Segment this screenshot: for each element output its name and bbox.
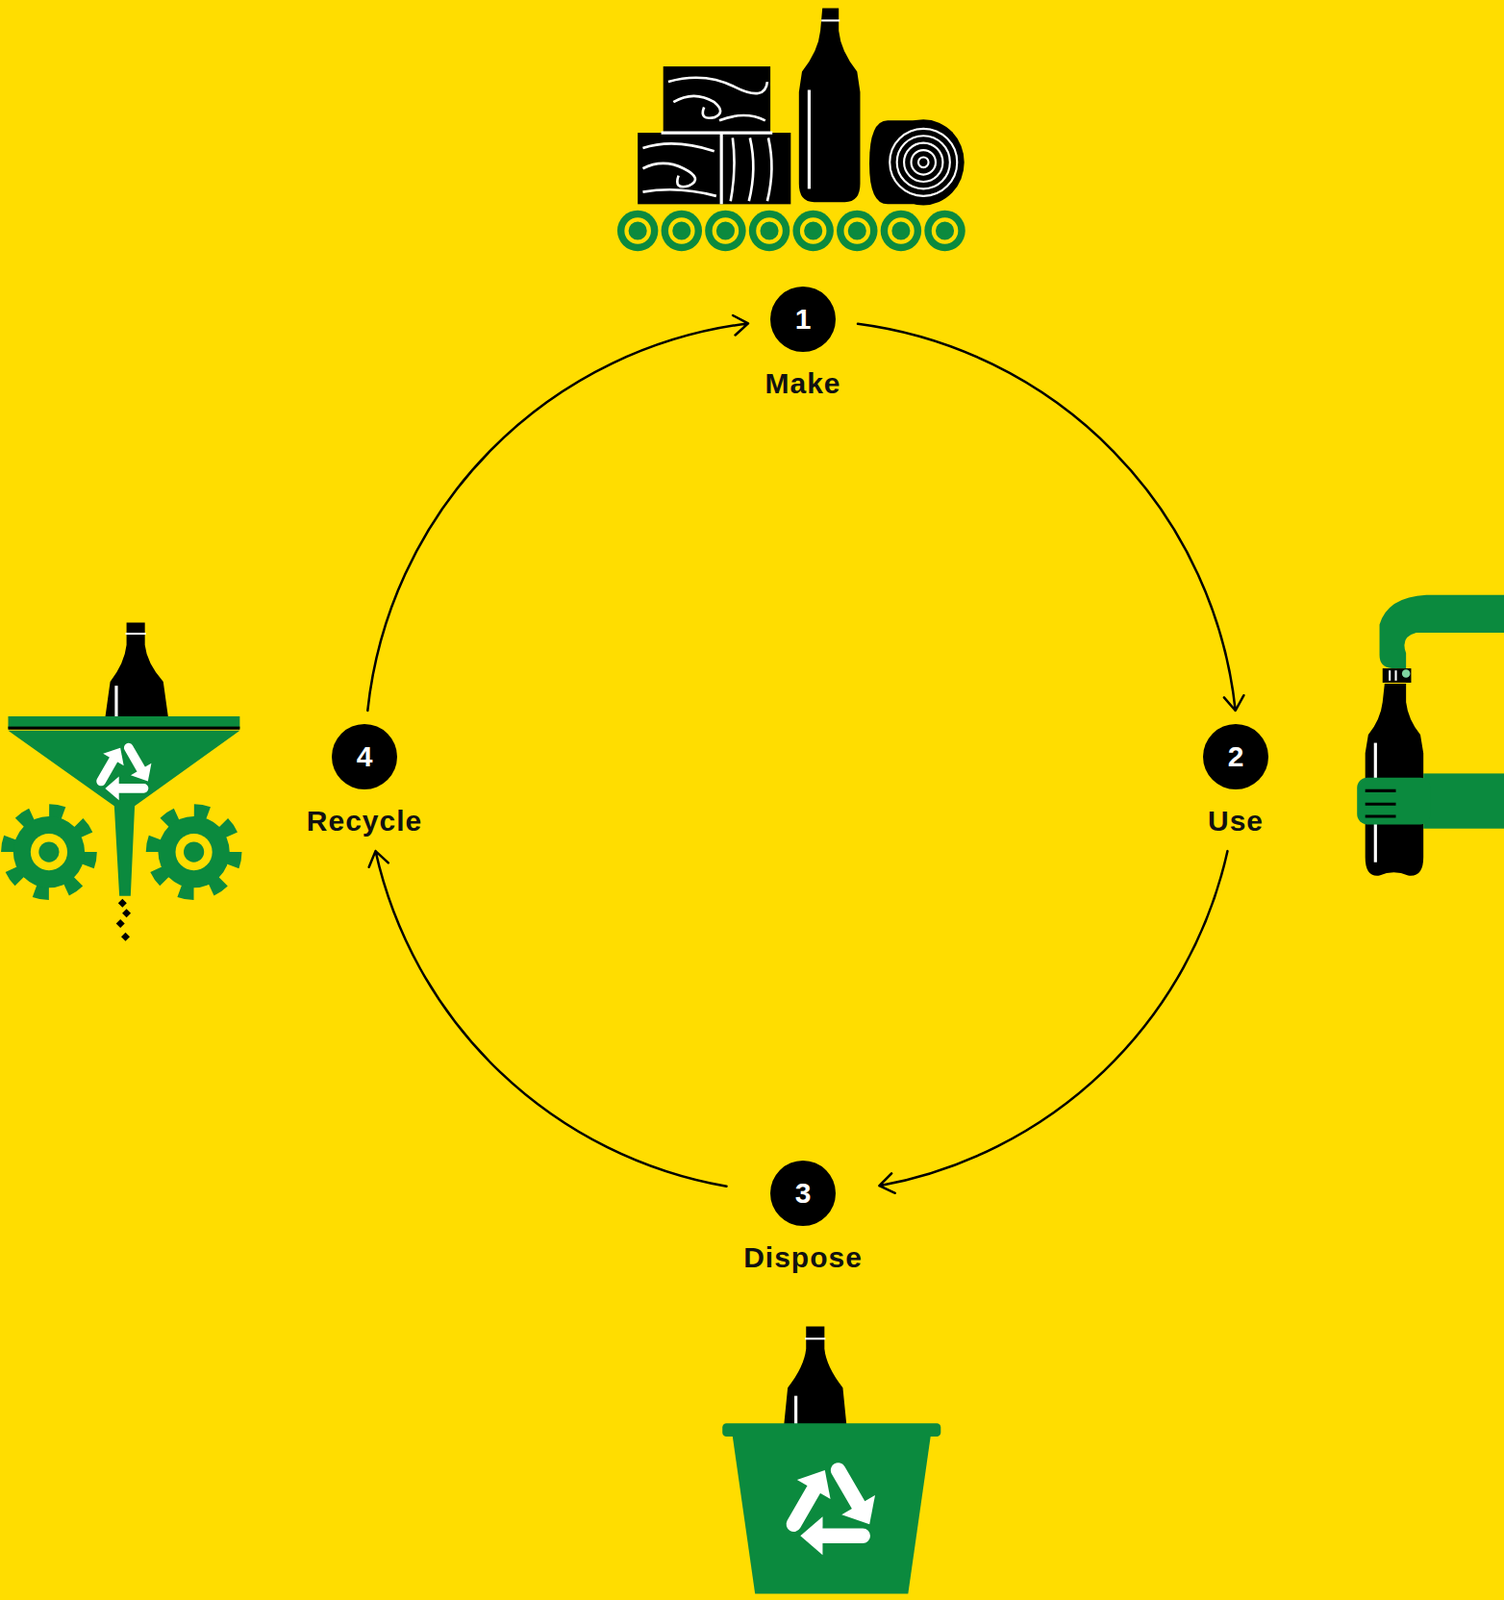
use-illustration [1356,595,1504,877]
step-number: 2 [1203,724,1269,790]
cycle-arrow [367,315,749,711]
cycle-arrow [857,324,1244,711]
step-number: 1 [770,286,836,352]
step-label: Make [761,367,845,401]
step-label: Use [1203,804,1269,838]
cycle-arrow [878,851,1228,1194]
step-label: Recycle [303,804,427,838]
step-label: Dispose [740,1241,866,1275]
recycle-illustration [7,622,240,941]
step-number: 4 [331,724,398,790]
dispose-illustration [722,1327,941,1595]
stage-node: 2Use [1203,724,1269,838]
cycle-arrow [369,851,727,1187]
stage-node: 1Make [761,286,845,401]
stage-node: 3Dispose [740,1160,866,1275]
stage-node: 4Recycle [303,724,427,838]
make-illustration [617,8,966,252]
step-number: 3 [770,1160,836,1227]
